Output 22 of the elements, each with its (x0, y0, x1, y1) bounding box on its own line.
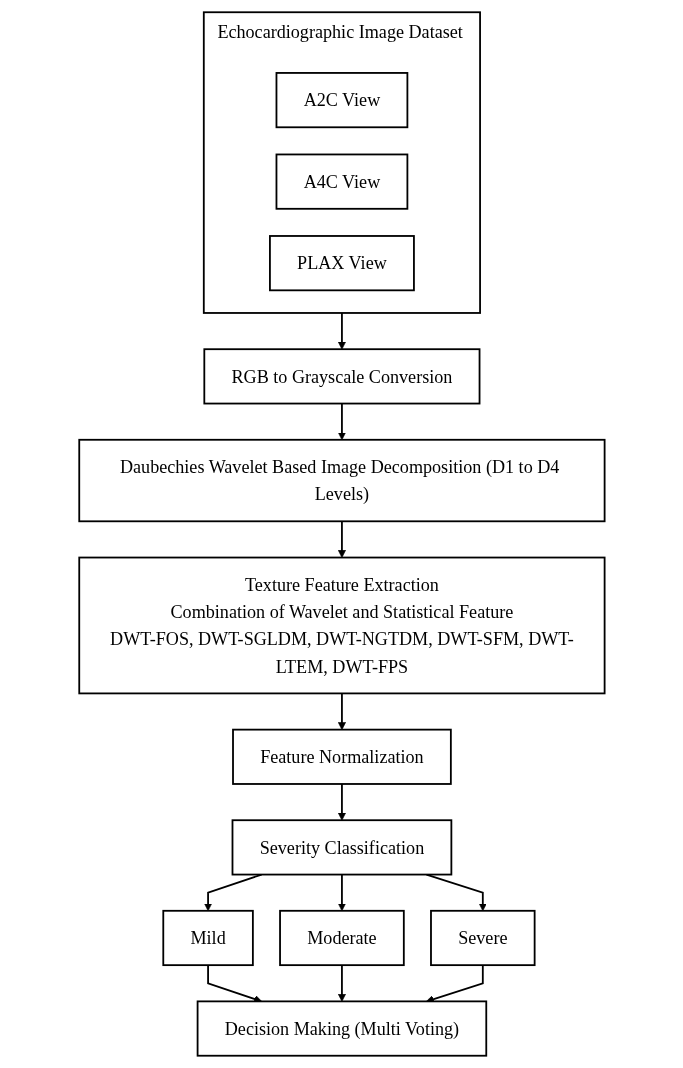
node-box: A2C View (275, 72, 408, 129)
node-box: A4C View (275, 153, 408, 210)
node-box: Mild (161, 909, 254, 967)
arrow (425, 873, 487, 912)
node-box: Moderate (278, 909, 405, 967)
node-box: PLAX View (268, 235, 415, 292)
arrow (337, 402, 346, 441)
arrow (337, 520, 346, 558)
node-box: RGB to Grayscale Conversion (202, 348, 480, 405)
node-box: Texture Feature Extraction Combination of Wavelet and Statistical Feature DWT-FOS, DWT-SGLDM, DWT-NGTDM, DWT-SFM, DWT-LTEM, DWT-FPS (77, 556, 606, 695)
node-box: Severity Classification (231, 819, 452, 876)
arrow (206, 964, 262, 1003)
arrow (337, 692, 346, 730)
arrow (337, 873, 346, 912)
arrow (203, 873, 263, 912)
arrow (337, 783, 346, 821)
node-box: Daubechies Wavelet Based Image Decomposition (D1 to D4 Levels) (77, 438, 606, 523)
node-box: Severe (429, 909, 536, 967)
node-box: Decision Making (Multi Voting) (196, 1000, 487, 1057)
node-box: Feature Normalization (231, 728, 452, 785)
arrow (337, 312, 346, 350)
arrow (337, 964, 346, 1002)
